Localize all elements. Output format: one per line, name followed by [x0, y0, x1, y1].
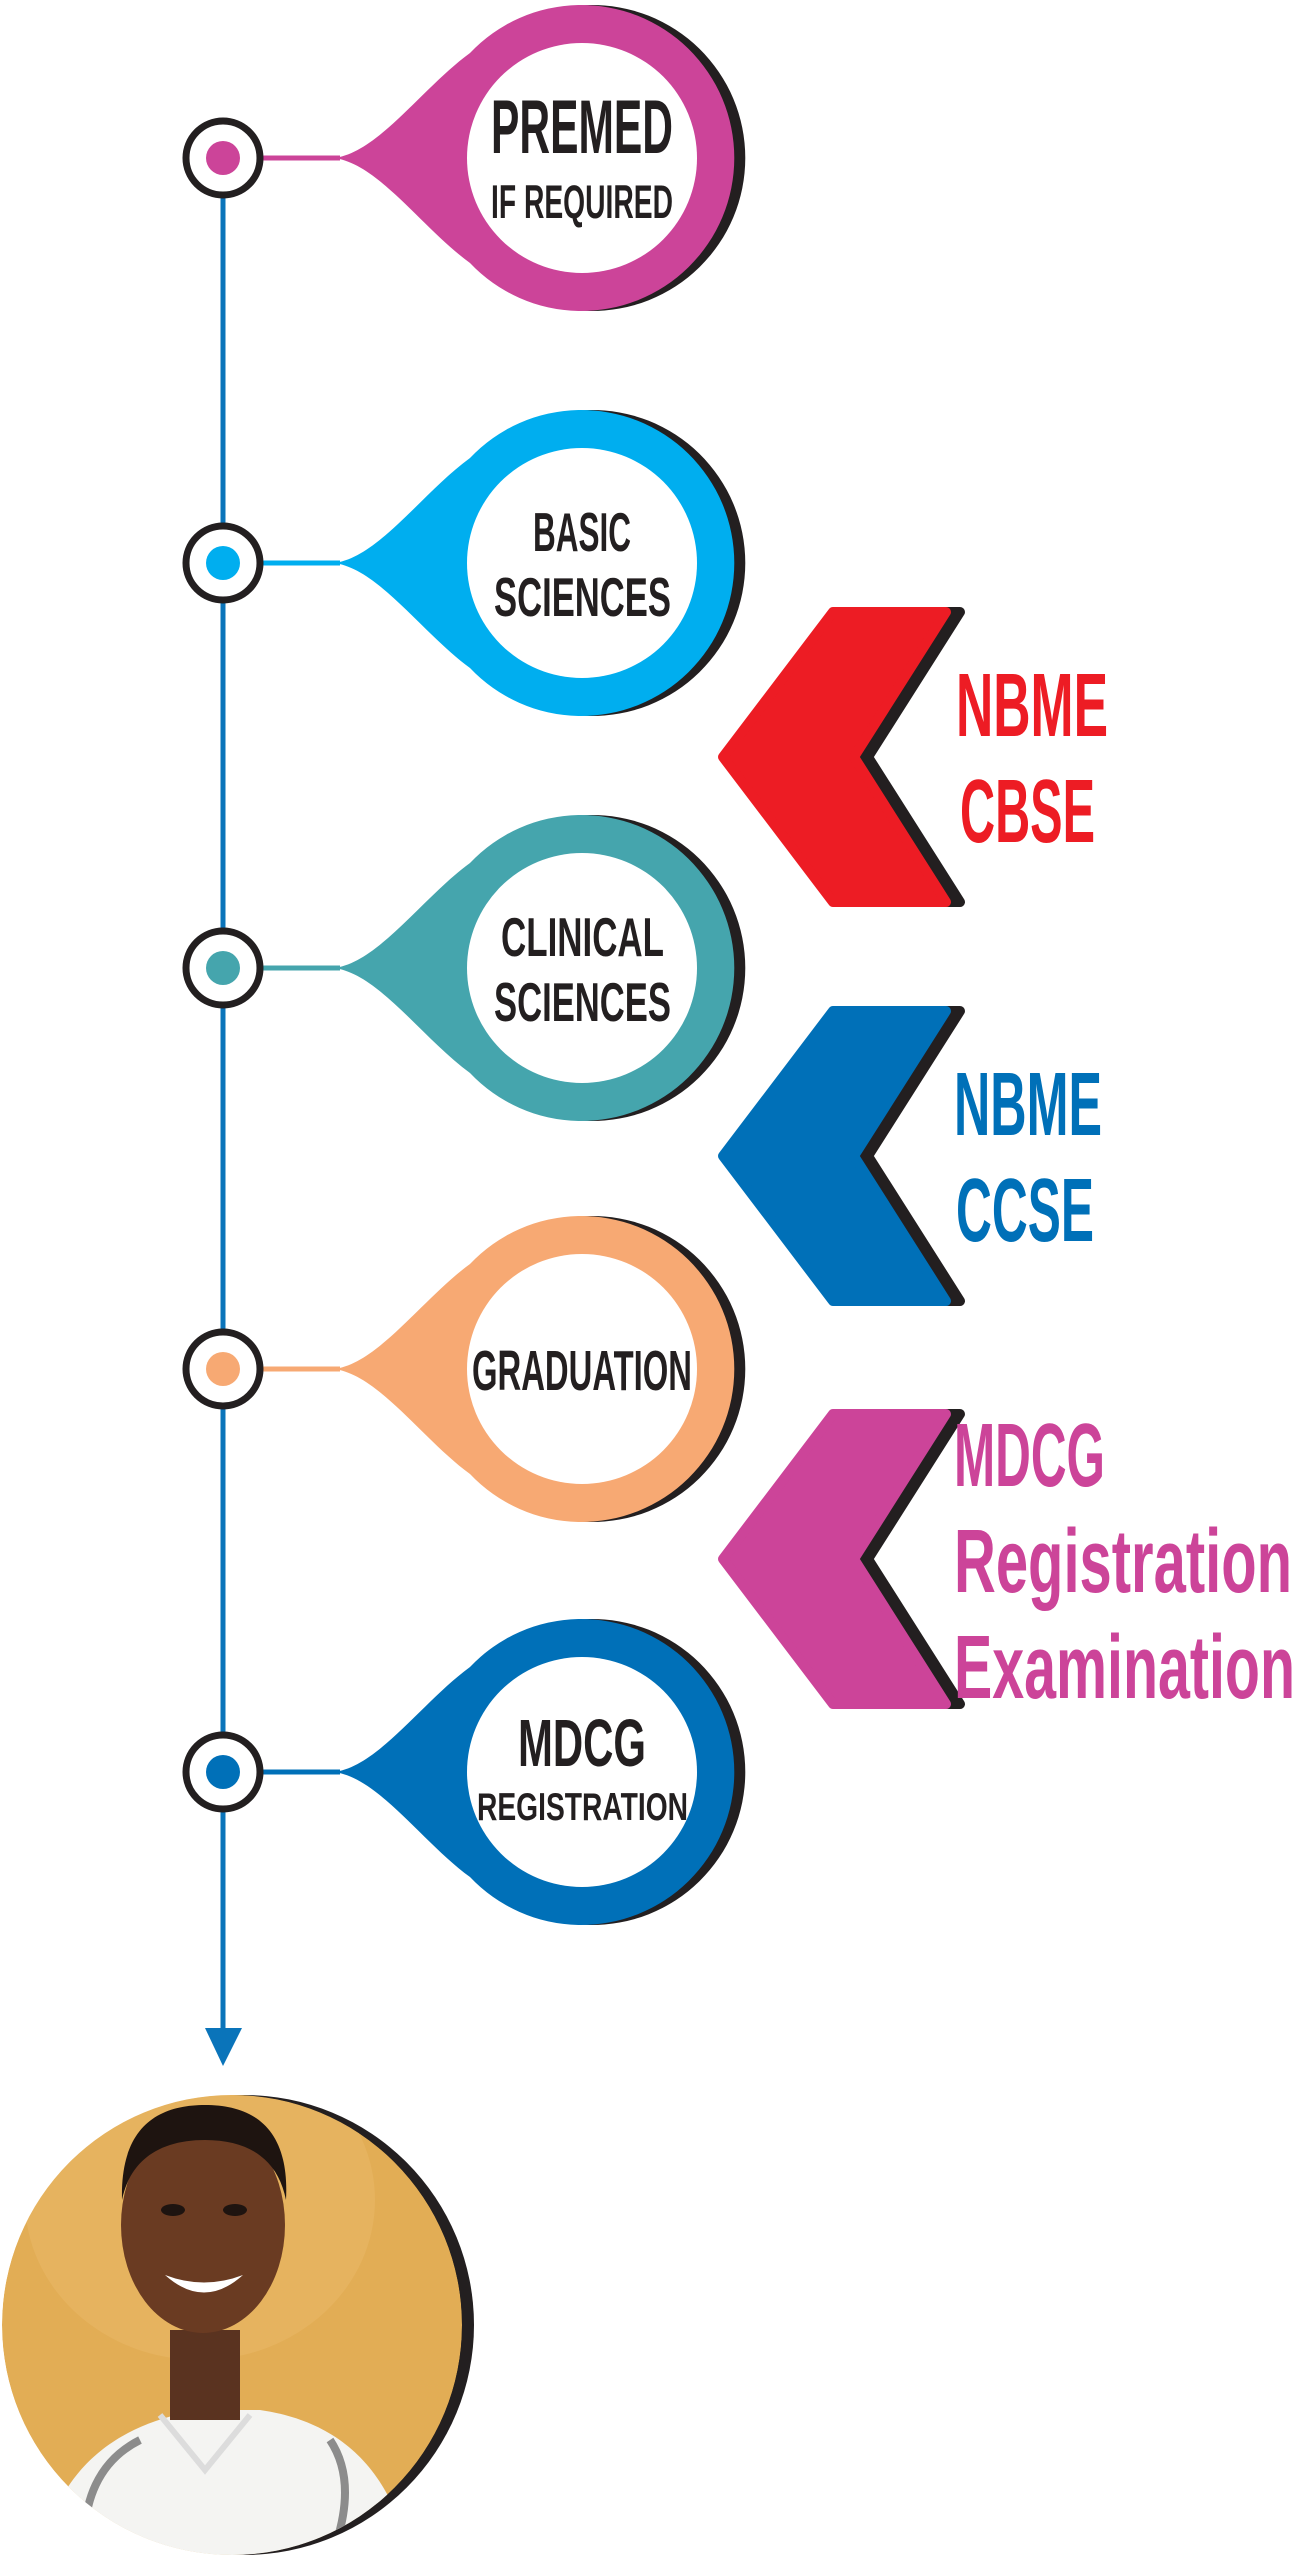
step-node-dot: [206, 951, 240, 985]
pin-center: [467, 1657, 697, 1887]
step-node-dot: [206, 546, 240, 580]
exam-label: MDCG: [954, 1406, 1105, 1506]
pin-center: [467, 1254, 697, 1484]
step-title: MDCG: [518, 1706, 646, 1781]
exam-label: Examination: [954, 1618, 1295, 1718]
exam-label: NBME: [954, 1055, 1102, 1155]
pin-center: [467, 448, 697, 678]
exam-label: CCSE: [956, 1161, 1094, 1261]
step-title: CLINICAL: [501, 906, 664, 968]
step-premed: PREMED IF REQUIRED: [182, 5, 746, 311]
step-graduation: GRADUATION: [182, 1216, 746, 1522]
exam-mdcg-registration: MDCG Registration Examination: [723, 1406, 1295, 1718]
doctor-portrait: [2, 2095, 474, 2555]
step-node-dot: [206, 141, 240, 175]
face: [121, 2117, 285, 2333]
step-clinical-sciences: CLINICAL SCIENCES: [182, 815, 746, 1121]
timeline-arrow-icon: [205, 2028, 242, 2066]
step-basic-sciences: BASIC SCIENCES: [182, 410, 746, 716]
step-subtitle: IF REQUIRED: [491, 175, 673, 228]
step-title: BASIC: [533, 501, 631, 563]
chevron-left-icon: [723, 612, 946, 902]
step-node-dot: [206, 1352, 240, 1386]
chevron-left-icon: [723, 1414, 946, 1704]
exam-label: CBSE: [960, 762, 1095, 862]
step-title: PREMED: [491, 85, 673, 170]
exam-nbme-cbse: NBME CBSE: [723, 612, 1108, 902]
step-node-dot: [206, 1755, 240, 1789]
chevron-left-icon: [723, 1011, 946, 1301]
pin-center: [467, 43, 697, 273]
step-subtitle: SCIENCES: [494, 971, 671, 1033]
step-mdcg-registration: MDCG REGISTRATION: [182, 1619, 746, 1925]
step-subtitle: SCIENCES: [494, 566, 671, 628]
exam-label: Registration: [954, 1512, 1292, 1612]
exam-label: NBME: [956, 656, 1108, 756]
pin-center: [467, 853, 697, 1083]
step-subtitle: REGISTRATION: [477, 1786, 688, 1829]
step-title: GRADUATION: [472, 1339, 692, 1403]
exam-nbme-ccse: NBME CCSE: [723, 1011, 1102, 1301]
